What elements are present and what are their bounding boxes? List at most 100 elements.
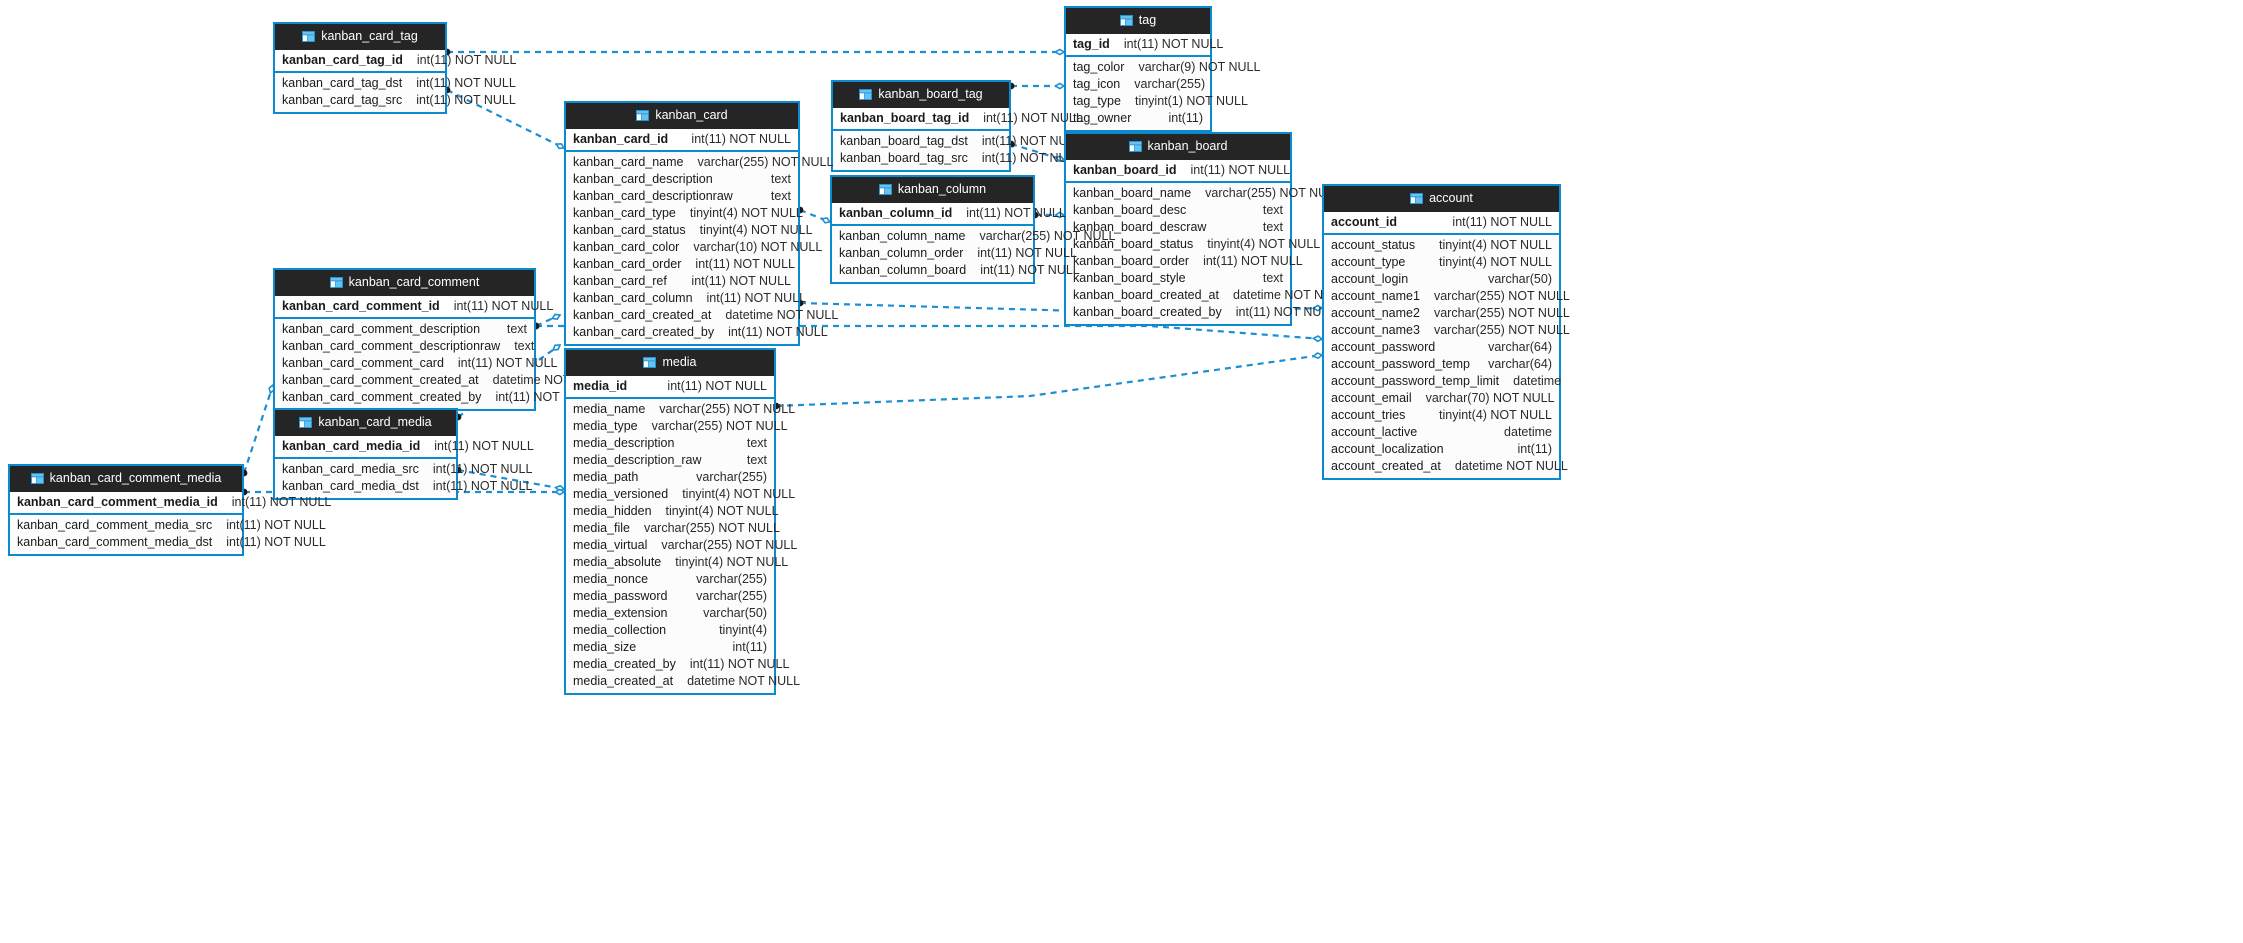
entity-header: kanban_card_comment_media xyxy=(10,466,242,492)
edge-target-diamond xyxy=(1312,352,1324,360)
column-type: datetime NOT NULL xyxy=(1232,287,1346,302)
edge-target-diamond xyxy=(551,344,562,351)
column-type: int(11) NOT NULL xyxy=(1235,304,1336,319)
column-name: kanban_card_id xyxy=(573,131,669,146)
table-icon xyxy=(30,472,44,484)
